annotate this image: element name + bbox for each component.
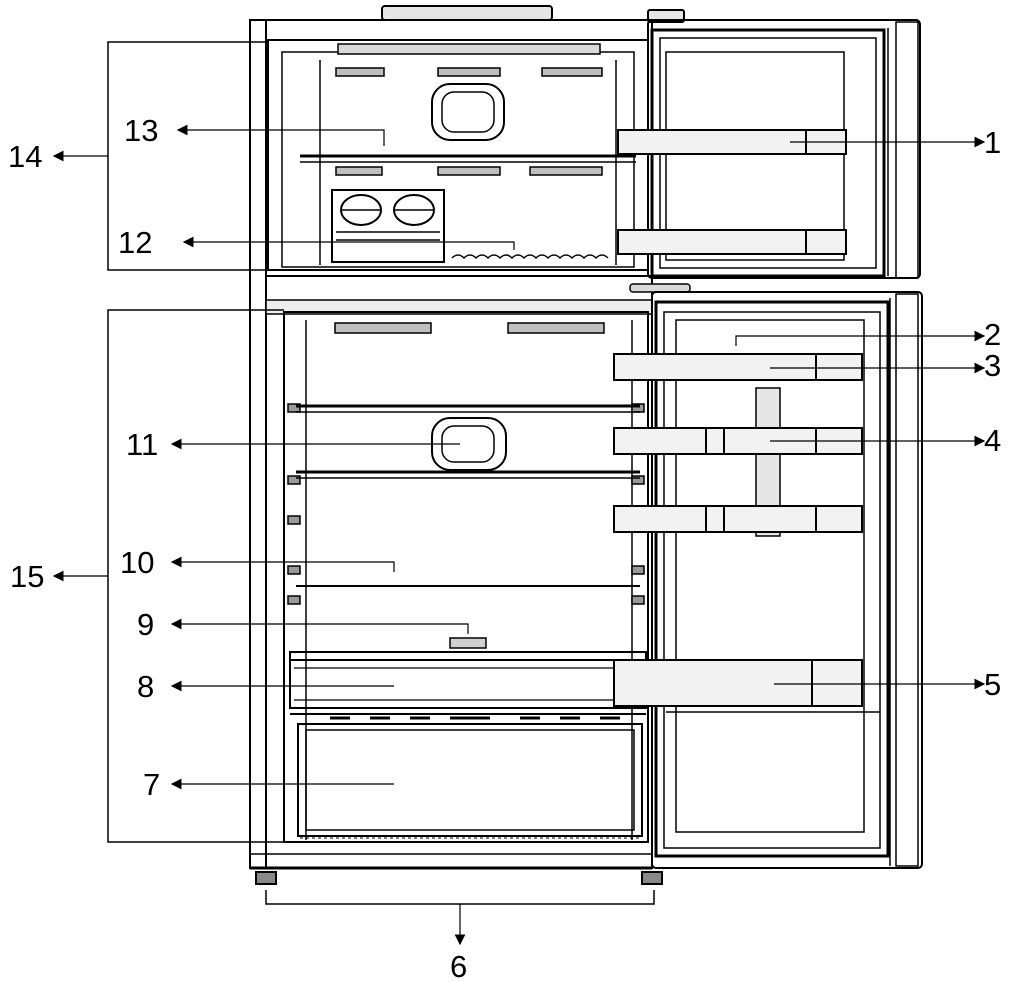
doors	[613, 19, 923, 869]
fridge-compartment	[283, 311, 649, 843]
top-hinge-cover	[381, 5, 553, 21]
humidity-control	[449, 637, 487, 649]
crisper-shelf-drawer	[289, 659, 647, 709]
callout-labels: 1 2 3 4 5 6 7 8 9 10 11 12 13 14 15	[8, 113, 1001, 982]
right-foot	[641, 871, 663, 885]
refrigerator-cabinet	[249, 5, 685, 885]
callout-5: 5	[984, 667, 1001, 702]
fridge-door	[651, 291, 923, 869]
leader-lines	[52, 124, 986, 946]
freezer-light	[431, 83, 505, 141]
left-foot	[255, 871, 277, 885]
leader-12	[182, 236, 515, 250]
callout-9: 9	[137, 607, 154, 642]
callout-7: 7	[143, 767, 160, 802]
callout-3: 3	[984, 348, 1001, 383]
leader-2	[735, 330, 986, 346]
leader-13	[176, 124, 385, 146]
callout-14: 14	[8, 139, 42, 174]
callout-10: 10	[120, 545, 154, 580]
feet-bracket	[265, 890, 655, 905]
vegetable-bin	[297, 723, 643, 837]
callout-13: 13	[124, 113, 158, 148]
callout-6: 6	[450, 949, 467, 982]
callout-1: 1	[984, 125, 1001, 160]
ice-tray	[331, 189, 445, 263]
callout-11: 11	[126, 427, 158, 462]
callout-12: 12	[118, 225, 152, 260]
leader-9	[170, 618, 469, 634]
callout-2: 2	[984, 317, 1001, 352]
leader-10	[170, 556, 395, 572]
callout-15: 15	[10, 559, 44, 594]
callout-8: 8	[137, 669, 154, 704]
shelf-supports	[287, 403, 645, 605]
callout-4: 4	[984, 423, 1001, 458]
